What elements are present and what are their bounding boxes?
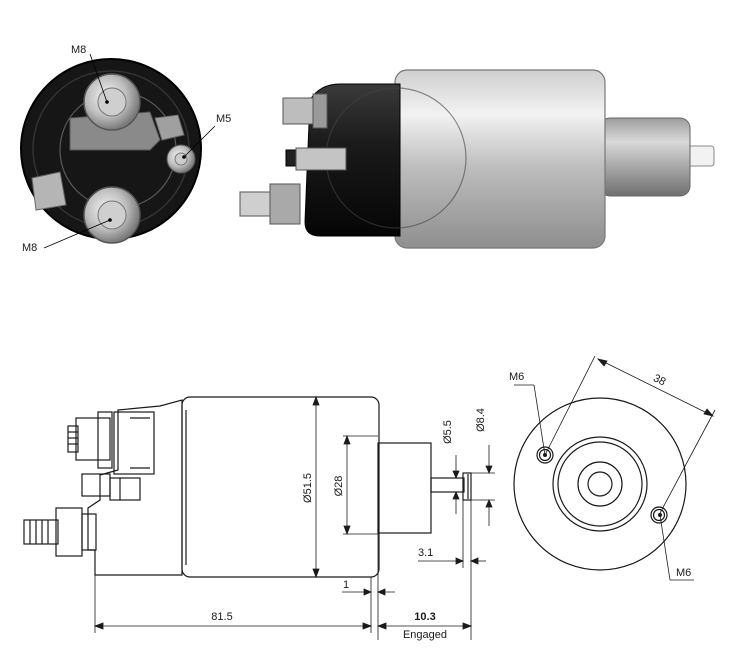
dim-body-diameter: Ø51.5	[302, 473, 314, 503]
nose-boss	[599, 117, 691, 197]
flange-hole-bottom	[650, 506, 668, 524]
label-m6-top: M6	[509, 371, 524, 383]
flange-view-labels: M6 M6 38	[509, 371, 691, 579]
drawing-nose	[377, 442, 432, 534]
flange-view-dimensions	[514, 355, 716, 581]
label-m5: M5	[216, 113, 231, 125]
dim-hole-spacing: 38	[651, 372, 667, 388]
label-m8-bottom: M8	[22, 242, 37, 254]
label-m6-bottom: M6	[676, 567, 691, 579]
end-view-photo: M8 M5 M8	[20, 44, 231, 254]
dim-boss-diameter: Ø28	[333, 476, 345, 497]
dim-stroke-note: Engaged	[403, 629, 447, 641]
dim-tip-diameter: Ø8.4	[475, 408, 487, 432]
dim-overall-length: 81.5	[211, 611, 232, 623]
flange-view-drawing	[513, 397, 687, 571]
solenoid-cap	[304, 83, 401, 237]
flange-hole-top	[536, 446, 554, 464]
side-view-dimension-labels: Ø51.5 Ø28 Ø5.5 Ø8.4 3.1 1 81.5 10.3 Enga…	[211, 408, 487, 641]
dim-gap: 1	[343, 579, 349, 591]
dim-tip-offset: 3.1	[418, 547, 433, 559]
flange-outline	[513, 397, 687, 571]
side-view-photo	[239, 69, 715, 249]
side-view-dimensions	[93, 395, 495, 640]
dim-shaft-diameter: Ø5.5	[442, 420, 454, 444]
dim-stroke: 10.3	[414, 611, 435, 623]
drawing-cap	[87, 399, 183, 576]
flange-ring-outer	[552, 436, 648, 532]
drawing-body	[181, 396, 380, 578]
side-view-drawing	[23, 396, 472, 578]
flange-center-bore	[587, 471, 613, 497]
label-m8-top: M8	[71, 44, 86, 56]
